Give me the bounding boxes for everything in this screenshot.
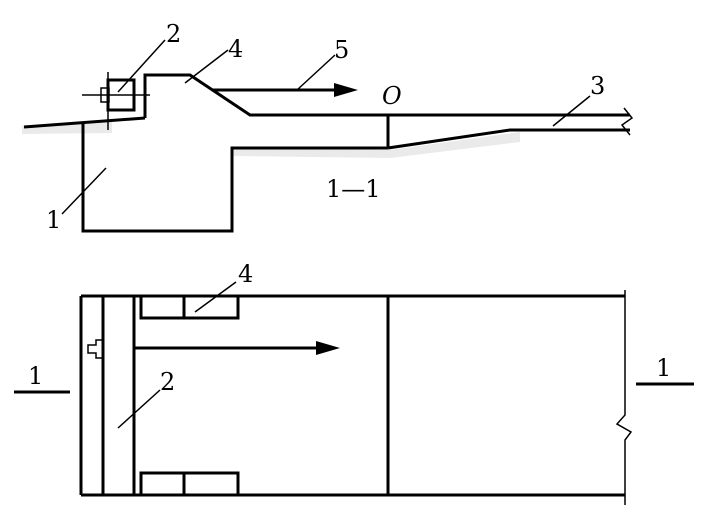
break-mark-plan xyxy=(615,290,633,505)
section-mark-left: 1 xyxy=(28,362,43,390)
label-part-5: 5 xyxy=(334,36,349,64)
direction-arrow-head xyxy=(334,83,358,97)
block-top-outer xyxy=(182,294,240,320)
section-title: 1—1 xyxy=(326,175,381,203)
leader-5 xyxy=(296,54,336,91)
label-part-2: 2 xyxy=(166,20,181,48)
ground-line-left xyxy=(23,116,146,129)
label-part-3: 3 xyxy=(590,72,605,100)
plan-view: 4 2 1 1 xyxy=(14,260,694,505)
label-plan-part-4: 4 xyxy=(238,260,253,288)
leader-4 xyxy=(184,49,229,84)
rail-bottom xyxy=(387,128,630,150)
leader-plan-2 xyxy=(117,389,161,429)
leader-1 xyxy=(61,167,107,215)
ground-right xyxy=(232,132,520,158)
plan-arrow-head xyxy=(316,341,340,355)
break-mark-section xyxy=(620,107,634,136)
label-part-1: 1 xyxy=(46,206,61,234)
section-view: 1 2 4 5 O 3 1—1 xyxy=(22,20,634,234)
block-top-inner xyxy=(139,294,186,320)
label-part-4: 4 xyxy=(228,35,243,63)
block-bottom-inner xyxy=(139,471,186,497)
leader-3 xyxy=(552,95,591,127)
beam-fitting xyxy=(87,339,103,359)
label-plan-part-2: 2 xyxy=(160,368,175,396)
leader-2 xyxy=(117,39,166,93)
label-origin: O xyxy=(382,82,402,110)
section-mark-right: 1 xyxy=(656,354,671,382)
base-block xyxy=(81,124,388,233)
block-bottom-outer xyxy=(182,471,240,497)
leader-plan-4 xyxy=(194,281,237,313)
upper-block xyxy=(143,73,388,118)
